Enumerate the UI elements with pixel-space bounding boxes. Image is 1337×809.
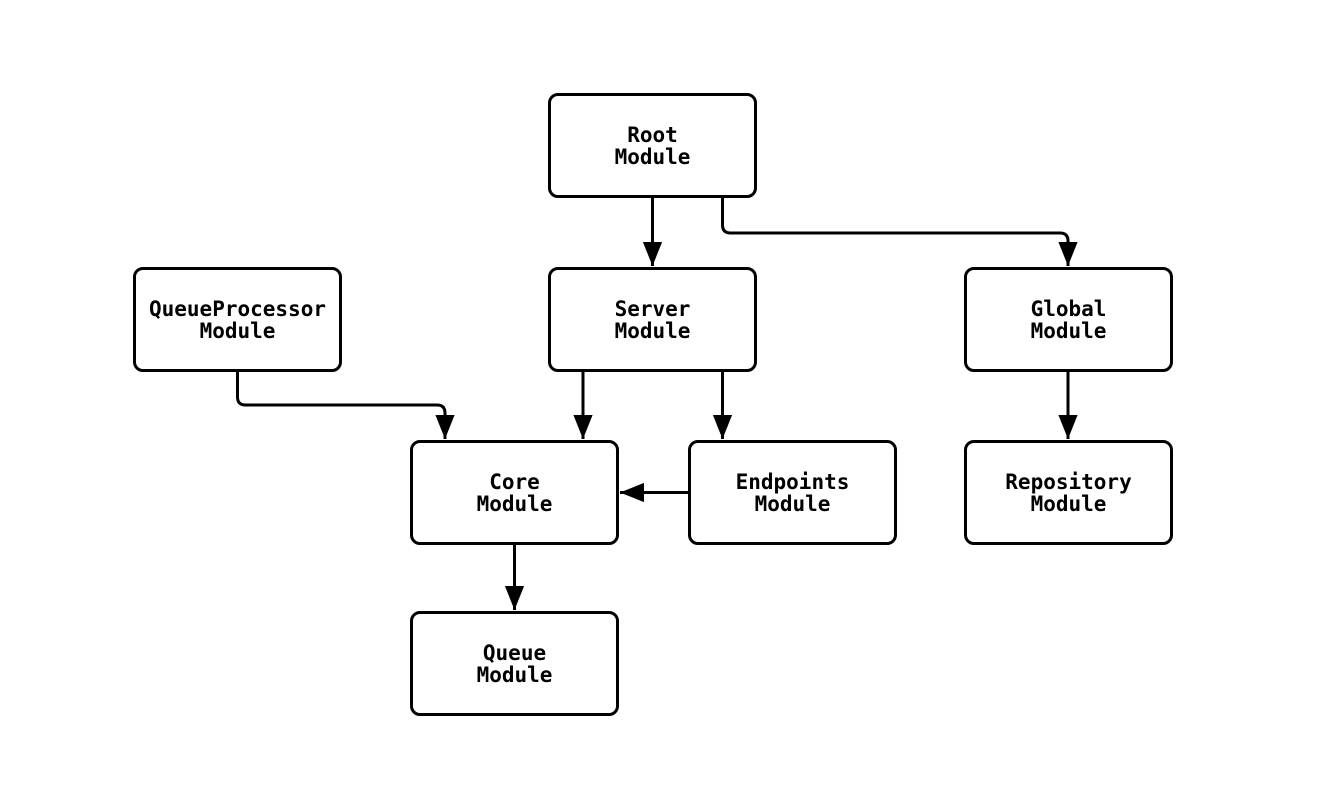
node-label-line1: Global bbox=[1030, 296, 1107, 321]
node-core-module: Core Module bbox=[410, 440, 619, 545]
node-label-line1: Root bbox=[627, 122, 678, 147]
node-global-module: Global Module bbox=[964, 267, 1173, 372]
node-label-line1: Core bbox=[489, 469, 540, 494]
node-label-line2: Module bbox=[754, 491, 831, 516]
edge-queueprocessor-to-core bbox=[236, 371, 455, 439]
node-label-line1: QueueProcessor bbox=[148, 296, 326, 321]
node-label-line2: Module bbox=[1030, 318, 1107, 343]
node-label-line2: Module bbox=[199, 318, 276, 343]
node-label-line1: Endpoints bbox=[735, 469, 850, 494]
node-repository-module: Repository Module bbox=[964, 440, 1173, 545]
node-label-line1: Queue bbox=[482, 640, 547, 665]
node-label-line1: Repository bbox=[1005, 469, 1132, 494]
node-server-module: Server Module bbox=[548, 267, 757, 372]
node-label-line1: Server bbox=[614, 296, 691, 321]
node-endpoints-module: Endpoints Module bbox=[688, 440, 897, 545]
node-label-line2: Module bbox=[614, 144, 691, 169]
node-queue-module: Queue Module bbox=[410, 611, 619, 716]
node-label-line2: Module bbox=[1030, 491, 1107, 516]
node-label-line2: Module bbox=[476, 491, 553, 516]
node-root-module: Root Module bbox=[548, 93, 757, 198]
edge-root-to-global bbox=[721, 198, 1078, 266]
node-label-line2: Module bbox=[476, 662, 553, 687]
node-label-line2: Module bbox=[614, 318, 691, 343]
node-queueprocessor-module: QueueProcessor Module bbox=[133, 267, 342, 372]
